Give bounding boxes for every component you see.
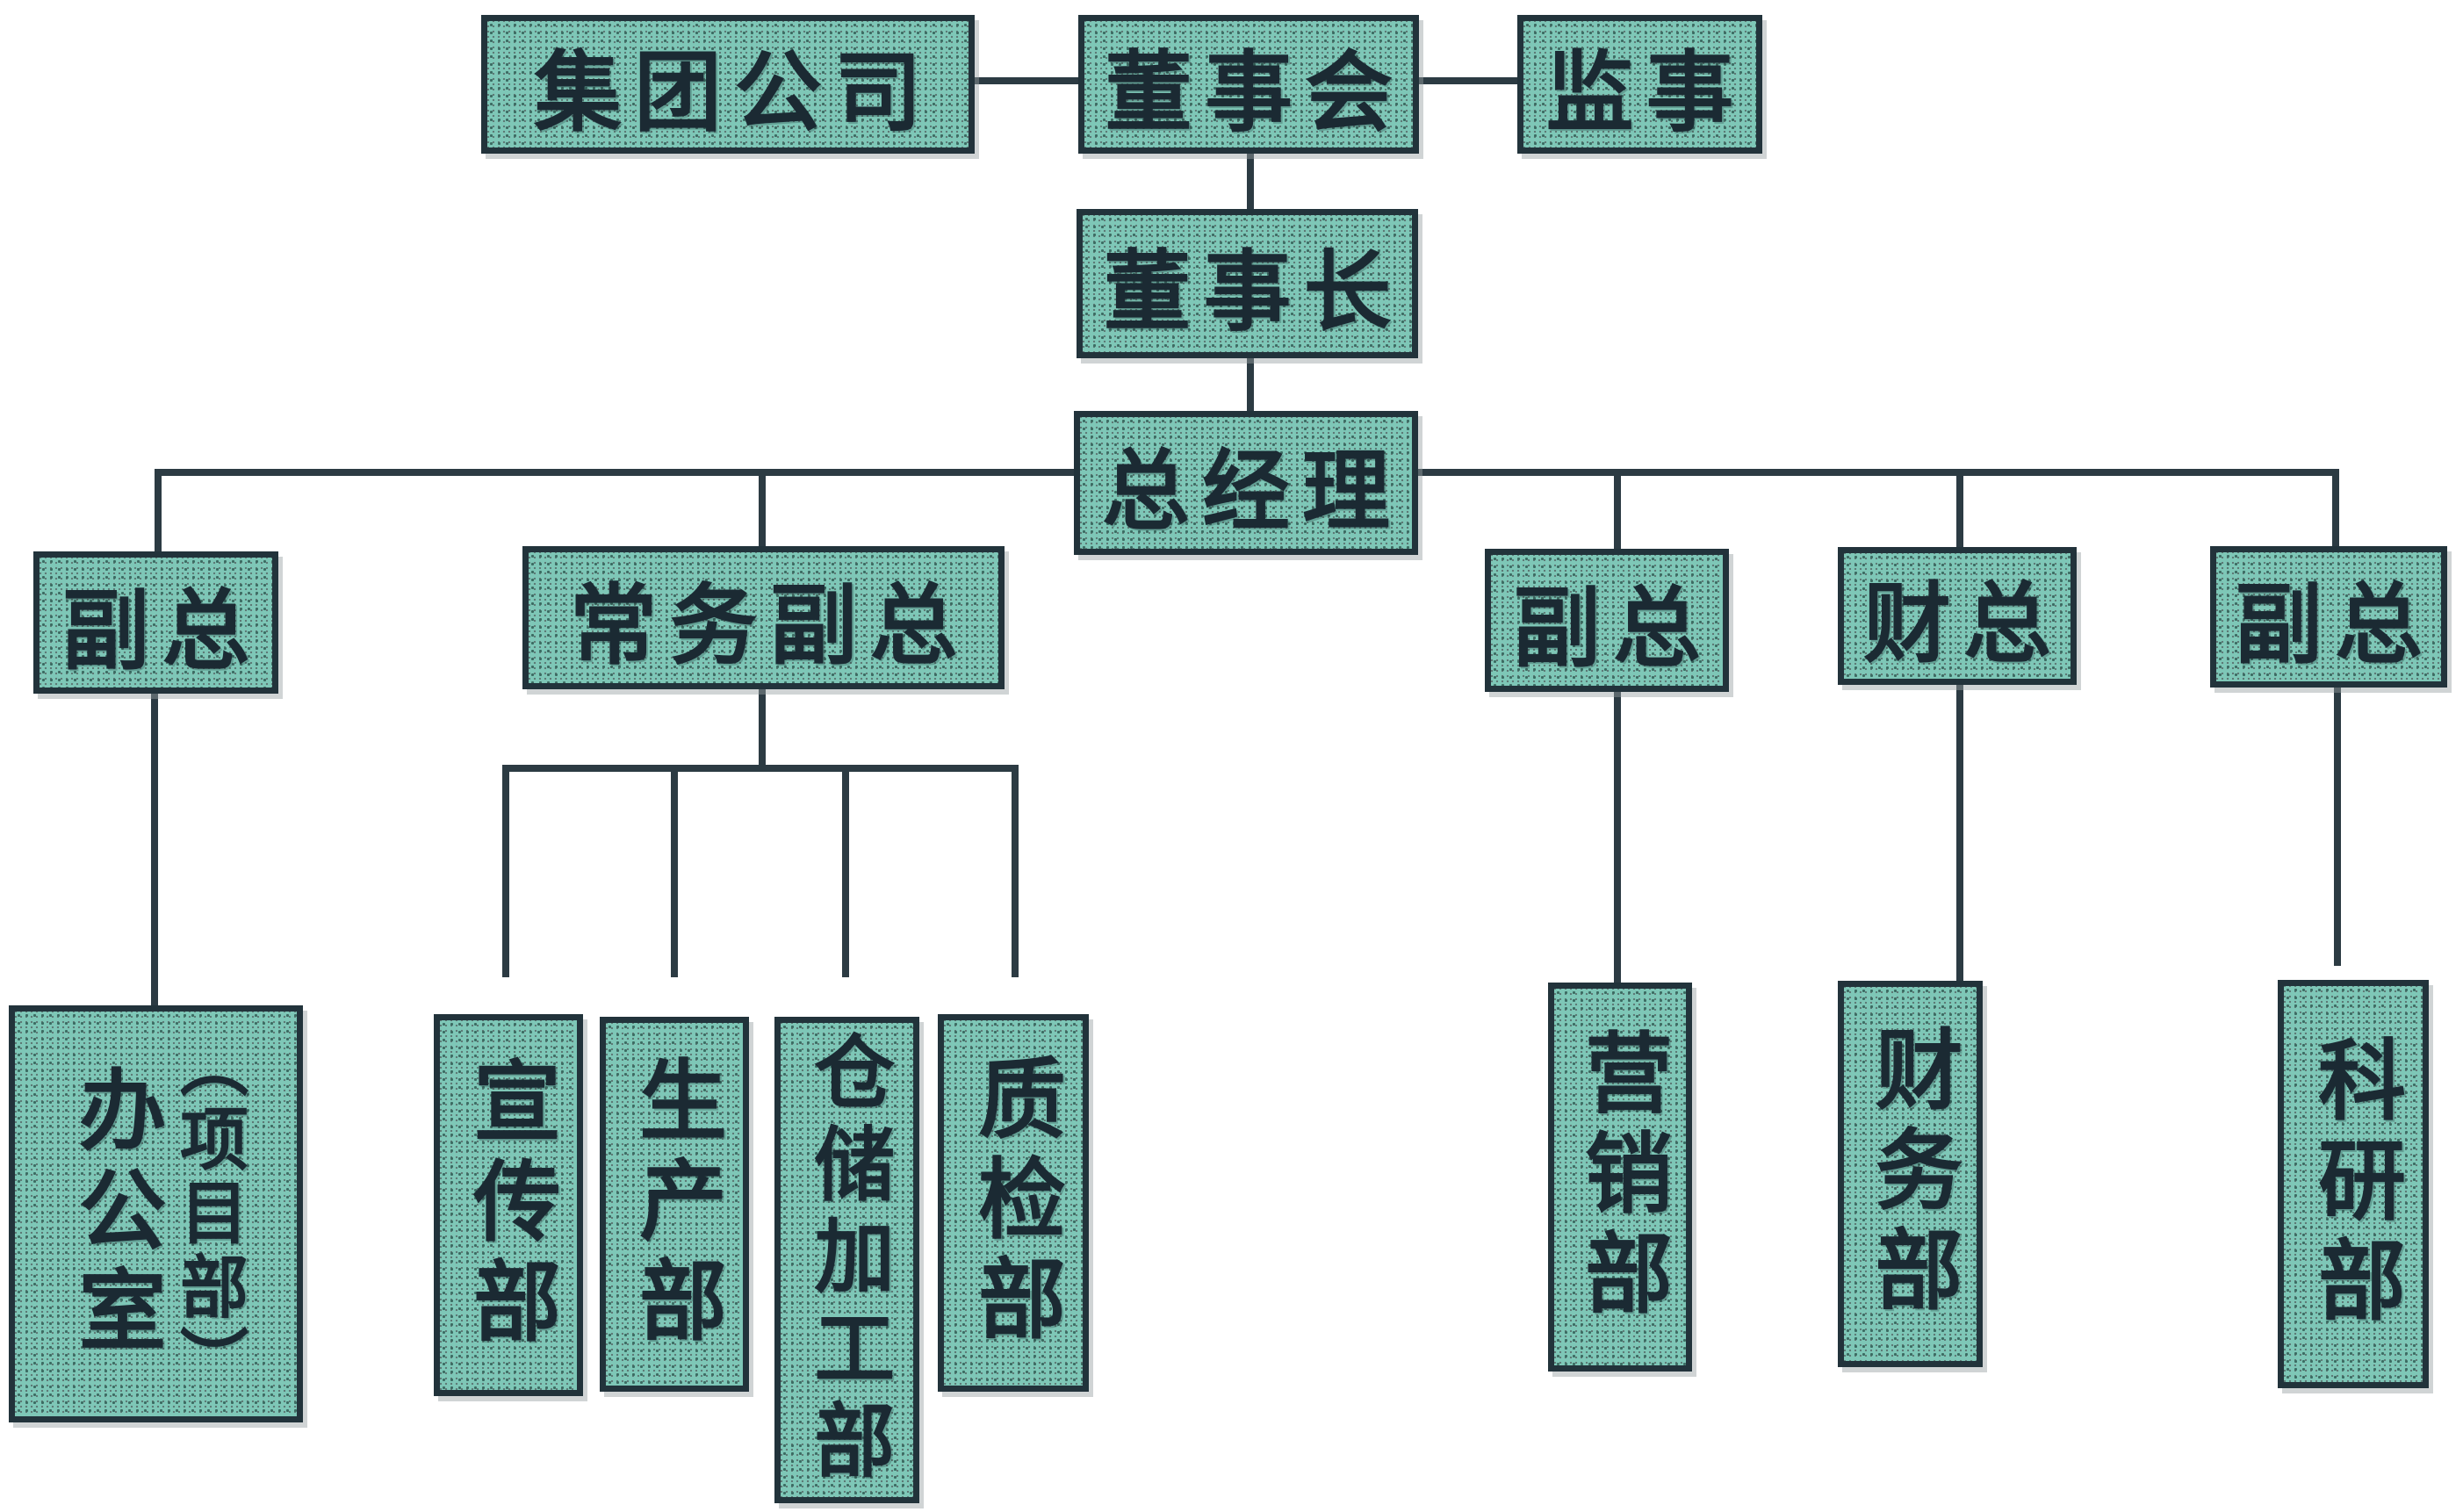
connector-rail-left xyxy=(155,469,1074,476)
node-marketing-dept-label: 营销部 xyxy=(1571,1026,1669,1328)
connector-drop-production xyxy=(671,765,678,977)
connector-drop-vp-right-1 xyxy=(1614,469,1621,549)
connector-drop-vp-left xyxy=(155,469,162,551)
node-chairman: 董事长 xyxy=(1077,209,1418,358)
node-office: 办公室 （项目部） xyxy=(9,1005,303,1422)
node-finance-dept-label: 财务部 xyxy=(1862,1024,1959,1324)
connector-drop-vp-right-2 xyxy=(2332,469,2339,546)
connector-board-supervisor xyxy=(1419,77,1517,84)
node-supervisor-label: 监事 xyxy=(1545,44,1746,142)
node-production-dept: 生产部 xyxy=(600,1017,749,1392)
connector-executive-vp-stub xyxy=(759,689,766,768)
node-warehouse-processing-dept: 仓储加工部 xyxy=(774,1017,919,1503)
node-vp-left-label: 副总 xyxy=(61,582,263,680)
connector-rail-right xyxy=(1418,469,2339,476)
node-research-dept-label: 科研部 xyxy=(2304,1033,2402,1335)
connector-drop-warehouse xyxy=(842,765,849,977)
connector-board-chairman xyxy=(1247,154,1254,209)
connector-vp-right-1-marketing xyxy=(1614,692,1621,983)
node-finance-dept: 财务部 xyxy=(1838,981,1983,1367)
connector-drop-publicity xyxy=(502,765,509,977)
connector-finance-chief-finance xyxy=(1956,685,1963,981)
node-production-dept-label: 生产部 xyxy=(625,1054,724,1355)
connector-drop-executive-vp xyxy=(759,469,766,546)
node-general-manager-label: 总经理 xyxy=(1102,443,1402,541)
node-vp-right-1: 副总 xyxy=(1485,549,1729,692)
connector-drop-quality xyxy=(1012,765,1019,977)
connector-vp-left-office xyxy=(151,694,158,1005)
connector-chairman-gm xyxy=(1247,358,1254,411)
node-group-company: 集团公司 xyxy=(481,15,975,154)
node-general-manager: 总经理 xyxy=(1074,411,1418,555)
node-board: 董事会 xyxy=(1078,15,1419,154)
node-group-company-label: 集团公司 xyxy=(534,44,934,142)
node-executive-vp-label: 常务副总 xyxy=(569,578,970,675)
node-publicity-dept: 宣传部 xyxy=(434,1014,583,1396)
node-publicity-dept-label: 宣传部 xyxy=(459,1055,558,1356)
node-office-label: 办公室 xyxy=(65,1063,163,1364)
node-vp-left: 副总 xyxy=(33,551,278,694)
node-chairman-label: 董事长 xyxy=(1103,243,1404,342)
node-research-dept: 科研部 xyxy=(2278,980,2429,1388)
node-executive-vp: 常务副总 xyxy=(522,546,1005,689)
node-vp-right-1-label: 副总 xyxy=(1513,580,1713,678)
node-supervisor: 监事 xyxy=(1517,15,1762,154)
connector-drop-finance-chief xyxy=(1956,469,1963,547)
connector-group-board xyxy=(975,77,1078,84)
node-vp-right-2: 副总 xyxy=(2210,546,2447,688)
node-finance-chief-label: 财总 xyxy=(1863,576,2063,673)
node-quality-dept: 质检部 xyxy=(938,1014,1089,1392)
connector-executive-vp-rail xyxy=(502,765,1019,772)
connector-vp-right-2-research xyxy=(2334,688,2341,966)
node-board-label: 董事会 xyxy=(1105,44,1405,142)
node-finance-chief: 财总 xyxy=(1838,547,2077,685)
node-quality-dept-label: 质检部 xyxy=(964,1053,1062,1353)
node-marketing-dept: 营销部 xyxy=(1548,983,1692,1372)
node-office-annotation: （项目部） xyxy=(169,1028,247,1400)
node-vp-right-2-label: 副总 xyxy=(2235,577,2435,674)
node-warehouse-processing-dept-label: 仓储加工部 xyxy=(802,1029,892,1491)
